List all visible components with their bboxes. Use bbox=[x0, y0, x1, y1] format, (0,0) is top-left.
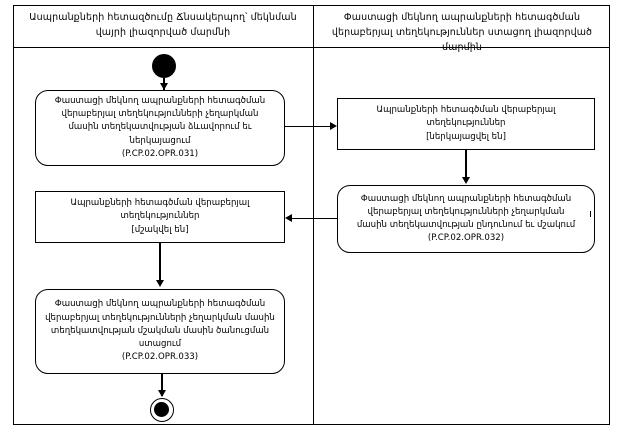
activity-final-node bbox=[150, 398, 174, 422]
edge-opr031-to-object-accepted bbox=[285, 125, 333, 127]
action-node-opr-032[interactable]: Փաստացի մեկնող ապրանքների հետագծման վերա… bbox=[337, 185, 595, 253]
object-node-information-submitted[interactable]: Ապրանքների հետագծման վերաբերյալ տեղեկութ… bbox=[337, 98, 595, 150]
stray-tick-mark bbox=[590, 211, 592, 217]
arrowhead-to-opr032-icon bbox=[461, 177, 470, 184]
object-node-information-processed[interactable]: Ապրանքների հետագծման վերաբերյալ տեղեկութ… bbox=[35, 191, 285, 243]
action-node-opr-031[interactable]: Փաստացի մեկնող ապրանքների հետագծման վերա… bbox=[35, 90, 285, 166]
arrowhead-to-object-accepted-icon bbox=[330, 121, 337, 130]
arrowhead-to-object-processed-icon bbox=[285, 213, 292, 222]
lane-vertical-divider bbox=[313, 5, 314, 425]
edge-object-accepted-to-opr032 bbox=[465, 150, 467, 180]
action-node-opr-033[interactable]: Փաստացի մեկնող ապրանքների հետագծման վերա… bbox=[35, 289, 285, 374]
initial-node bbox=[152, 54, 176, 78]
lane-title-right: Փաստացի մեկնող ապրանքների հետագծման վերա… bbox=[331, 12, 593, 53]
arrowhead-initial-to-opr031-icon bbox=[159, 83, 168, 90]
arrowhead-to-opr033-icon bbox=[155, 280, 164, 287]
lane-header-divider bbox=[13, 47, 610, 48]
lane-title-left: Ասպրանքների հետազծումը Ճնսակերպող՝ մեկնմ… bbox=[29, 12, 297, 38]
arrowhead-to-final-icon bbox=[157, 390, 166, 397]
edge-object-processed-to-opr033 bbox=[159, 243, 161, 282]
edge-opr032-to-object-processed bbox=[288, 217, 337, 219]
edge-opr033-to-final bbox=[161, 374, 163, 396]
